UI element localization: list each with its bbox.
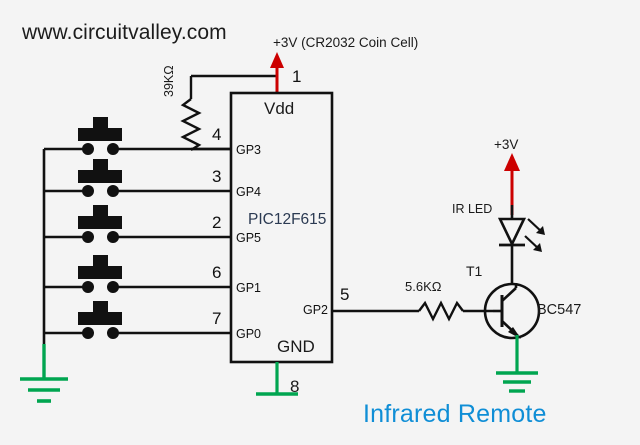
pin-number-gp0: 7 bbox=[212, 309, 222, 328]
ic-vdd-label: Vdd bbox=[264, 99, 295, 118]
pin-number-gp2: 5 bbox=[340, 285, 350, 304]
port-label-gp2: GP2 bbox=[303, 303, 329, 317]
ic-ground bbox=[256, 362, 298, 396]
resistor-label-39k: 39KΩ bbox=[162, 65, 176, 97]
pin-number-gp3: 4 bbox=[212, 125, 222, 144]
switch-row-gp1[interactable] bbox=[44, 255, 231, 293]
switch-row-gp5[interactable] bbox=[44, 205, 231, 243]
transistor-part-label: BC547 bbox=[537, 302, 582, 318]
supply-label-led: +3V bbox=[494, 137, 519, 152]
pin-number-gp5: 2 bbox=[212, 213, 222, 232]
port-label-gp1: GP1 bbox=[236, 281, 262, 295]
pin-number-vdd: 1 bbox=[292, 67, 302, 86]
pullup-resistor-39k bbox=[180, 76, 231, 152]
transistor-designator-label: T1 bbox=[466, 263, 483, 279]
pin-number-gp1: 6 bbox=[212, 263, 222, 282]
transistor-bc547 bbox=[483, 282, 541, 393]
resistor-label-5k6: 5.6KΩ bbox=[405, 279, 442, 294]
pin-number-gp4: 3 bbox=[212, 167, 222, 186]
ic-body-pic12f615 bbox=[229, 91, 334, 364]
diagram-title: Infrared Remote bbox=[363, 400, 547, 428]
ir-led-label: IR LED bbox=[452, 202, 493, 216]
switch-row-gp0[interactable] bbox=[44, 301, 231, 339]
vdd-power-rail bbox=[191, 52, 284, 93]
port-label-gp5: GP5 bbox=[236, 231, 262, 245]
pin-number-gnd: 8 bbox=[290, 377, 300, 396]
supply-label-main: +3V (CR2032 Coin Cell) bbox=[273, 35, 419, 50]
ic-gnd-label: GND bbox=[277, 337, 315, 356]
switch-row-gp3[interactable] bbox=[44, 117, 231, 155]
base-resistor-5k6 bbox=[418, 300, 493, 322]
port-label-gp0: GP0 bbox=[236, 327, 262, 341]
site-watermark: www.circuitvalley.com bbox=[22, 21, 227, 44]
switch-row-gp4[interactable] bbox=[44, 159, 231, 197]
ir-led-symbol bbox=[497, 205, 545, 283]
left-ground-bus bbox=[20, 149, 68, 403]
port-label-gp3: GP3 bbox=[236, 143, 262, 157]
ic-part-number: PIC12F615 bbox=[248, 211, 327, 228]
port-label-gp4: GP4 bbox=[236, 185, 262, 199]
